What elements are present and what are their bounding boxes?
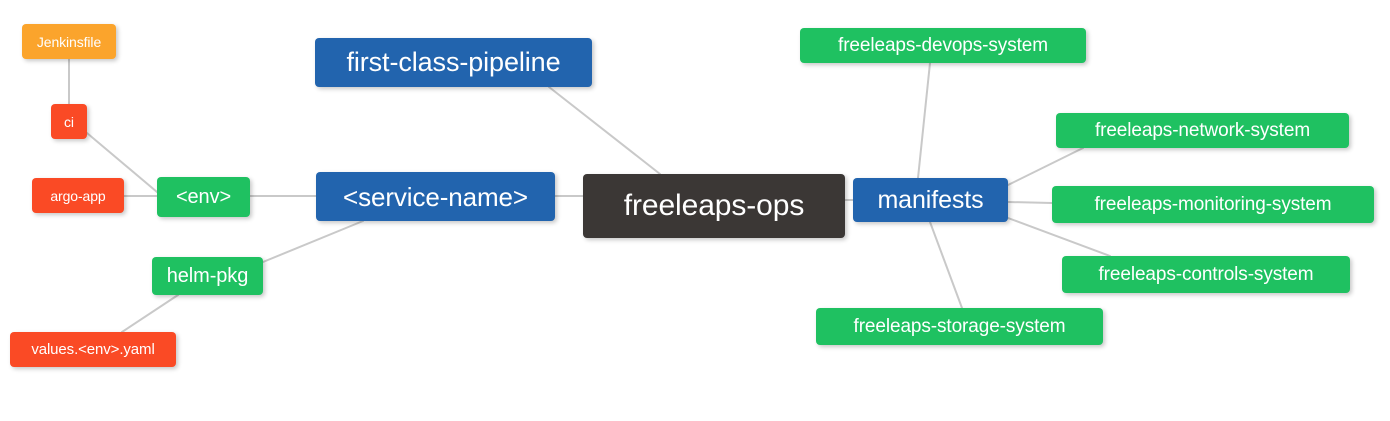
edge-manifests-to-freeleaps-monitoring-system — [1007, 201, 1053, 204]
node-label-argo-app: argo-app — [50, 187, 106, 204]
node-label-freeleaps-ops: freeleaps-ops — [623, 189, 805, 222]
node-label-jenkinsfile: Jenkinsfile — [36, 33, 102, 50]
edge-helm-pkg-to-values-yaml — [121, 294, 179, 333]
node-helm-pkg[interactable]: helm-pkg — [152, 257, 263, 295]
node-label-freeleaps-devops-system: freeleaps-devops-system — [838, 35, 1048, 56]
node-ci[interactable]: ci — [51, 104, 87, 139]
edge-first-class-pipeline-to-freeleaps-ops — [548, 86, 661, 175]
node-freeleaps-storage-system[interactable]: freeleaps-storage-system — [816, 308, 1103, 345]
node-label-helm-pkg: helm-pkg — [166, 265, 249, 287]
node-freeleaps-network-system[interactable]: freeleaps-network-system — [1056, 113, 1349, 148]
node-freeleaps-ops[interactable]: freeleaps-ops — [583, 174, 845, 238]
node-manifests[interactable]: manifests — [853, 178, 1008, 222]
edge-manifests-to-freeleaps-network-system — [1007, 147, 1084, 186]
node-jenkinsfile[interactable]: Jenkinsfile — [22, 24, 116, 59]
node-values-yaml[interactable]: values.<env>.yaml — [10, 332, 176, 367]
node-first-class-pipeline[interactable]: first-class-pipeline — [315, 38, 592, 87]
node-label-values-yaml: values.<env>.yaml — [31, 341, 155, 358]
node-label-service-name: <service-name> — [342, 181, 529, 212]
edge-service-name-to-helm-pkg — [262, 220, 364, 263]
node-label-manifests: manifests — [877, 185, 984, 214]
node-freeleaps-monitoring-system[interactable]: freeleaps-monitoring-system — [1052, 186, 1374, 223]
node-argo-app[interactable]: argo-app — [32, 178, 124, 213]
edge-manifests-to-freeleaps-controls-system — [1007, 217, 1111, 257]
node-label-freeleaps-network-system: freeleaps-network-system — [1094, 120, 1311, 141]
node-label-ci: ci — [64, 113, 74, 130]
node-label-first-class-pipeline: first-class-pipeline — [346, 47, 561, 77]
node-freeleaps-devops-system[interactable]: freeleaps-devops-system — [800, 28, 1086, 63]
node-label-freeleaps-storage-system: freeleaps-storage-system — [853, 316, 1066, 337]
node-label-freeleaps-monitoring-system: freeleaps-monitoring-system — [1094, 194, 1332, 215]
edge-manifests-to-freeleaps-storage-system — [929, 221, 963, 309]
node-label-freeleaps-controls-system: freeleaps-controls-system — [1098, 264, 1314, 285]
node-service-name[interactable]: <service-name> — [316, 172, 555, 221]
edge-manifests-to-freeleaps-devops-system — [917, 62, 931, 179]
node-label-env: <env> — [175, 186, 232, 208]
node-env[interactable]: <env> — [157, 177, 250, 217]
node-freeleaps-controls-system[interactable]: freeleaps-controls-system — [1062, 256, 1350, 293]
